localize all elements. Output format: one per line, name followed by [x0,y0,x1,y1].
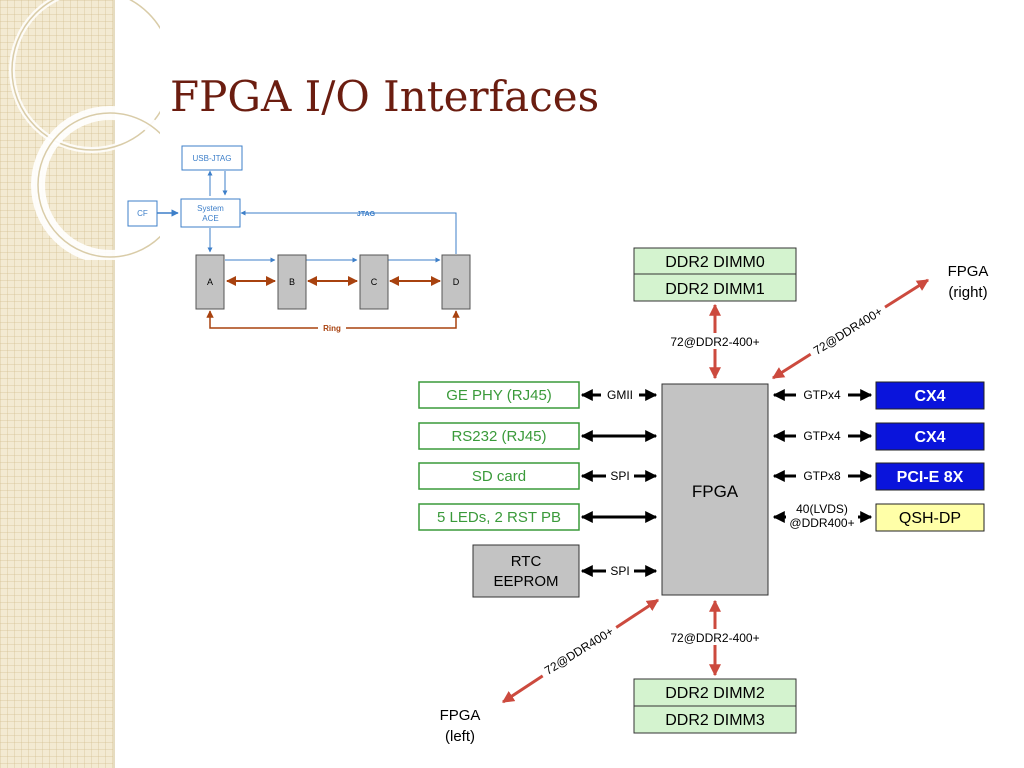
ddr2-dimm3-box [633,705,797,734]
leds-label: 5 LEDs, 2 RST PB [437,509,561,526]
cf-label: CF [137,209,148,218]
jtag-node-b-label: B [289,277,295,287]
cx4-2-box [875,422,985,451]
system-ace-label-line1: System [197,204,224,213]
qsh-dp-box [875,503,985,532]
pcie-bus-label: GTPx8 [803,469,841,483]
fpga-block-diagram: FPGA DDR2 DIMM0 DDR2 DIMM1 72@DDR2-400+ … [418,247,989,745]
sd-spi-label: SPI [610,469,629,483]
fpga-center-box [661,383,769,596]
ddr2-dimm0-box [633,247,797,275]
jtag-node-d [441,254,471,310]
decorative-rings [9,0,160,260]
rs232-label: RS232 (RJ45) [451,428,546,445]
rtc-eeprom-box [472,544,580,598]
jtag-node-a [195,254,225,310]
qsh-dp-bus-label-line1: 40(LVDS) [796,502,848,516]
rtc-label-line1: RTC [511,553,542,570]
fpga-right-label-line1: FPGA [948,263,989,280]
ddr2-dimm3-label: DDR2 DIMM3 [665,712,765,729]
cx4-1-box [875,381,985,410]
ddr-top-bus-label: 72@DDR2-400+ [670,335,759,349]
gmii-label: GMII [607,388,633,402]
jtag-node-c-label: C [371,277,378,287]
cx4-2-label: CX4 [914,429,945,446]
fpga-left-label-line2: (left) [445,728,475,745]
ddr-bottom-bus-label: 72@DDR2-400+ [670,631,759,645]
usb-jtag-box [181,145,243,171]
fpga-left-label-line1: FPGA [440,707,481,724]
ddr2-dimm1-box [633,273,797,302]
cx4-1-bus-label: GTPx4 [803,388,841,402]
fpga-left-bus-label: 72@DDR400+ [542,624,616,678]
sd-card-label: SD card [472,468,526,485]
cf-box [127,200,158,227]
ddr2-dimm2-label: DDR2 DIMM2 [665,685,765,702]
qsh-dp-bus-label-line2: @DDR400+ [789,516,854,530]
ddr2-dimm1-label: DDR2 DIMM1 [665,281,765,298]
fpga-right-label-line2: (right) [948,284,987,301]
jtag-node-b [277,254,307,310]
sd-card-box [418,462,580,490]
fpga-center-label: FPGA [692,482,739,501]
jtag-node-d-label: D [453,277,460,287]
jtag-chain-diagram: JTAG Ring USB-JTAG CF System ACE A B C D [127,145,471,333]
usb-jtag-label: USB-JTAG [193,154,232,163]
qsh-dp-label: QSH-DP [899,510,961,527]
pcie-label: PCI-E 8X [897,469,964,486]
system-ace-box [180,198,241,228]
fpga-right-bus-label: 72@DDR400+ [811,304,885,358]
leds-box [418,503,580,531]
ddr2-dimm0-label: DDR2 DIMM0 [665,254,765,271]
rtc-spi-label: SPI [610,564,629,578]
ge-phy-box [418,381,580,409]
pcie-box [875,462,985,491]
ge-phy-label: GE PHY (RJ45) [446,387,552,404]
slide-title: FPGA I/O Interfaces [170,72,600,121]
cx4-1-label: CX4 [914,388,945,405]
jtag-label: JTAG [357,211,376,218]
jtag-node-a-label: A [207,277,213,287]
rtc-label-line2: EEPROM [493,573,558,590]
system-ace-label-line2: ACE [202,214,218,223]
rs232-box [418,422,580,450]
jtag-node-c [359,254,389,310]
cx4-2-bus-label: GTPx4 [803,429,841,443]
ring-label: Ring [323,324,341,333]
d-to-ace-jtag-return [240,210,457,254]
